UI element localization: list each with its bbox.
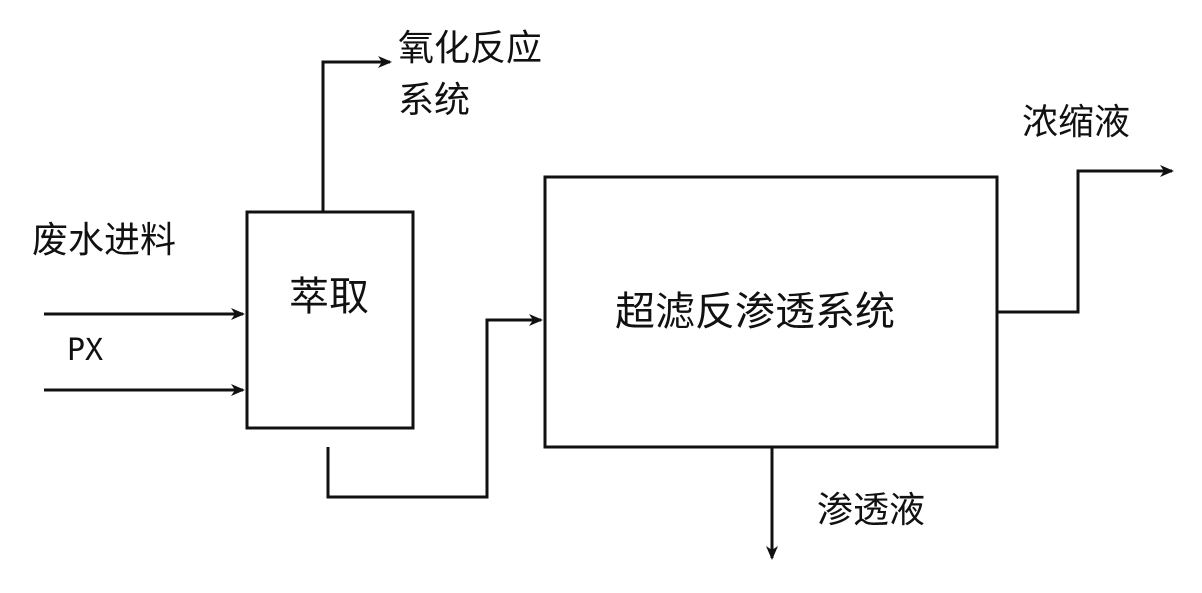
uf-ro-system-label: 超滤反渗透系统 <box>615 289 895 335</box>
extraction-box <box>245 210 415 430</box>
extraction-to-ufro-arrow <box>326 314 543 499</box>
wastewater-feed-label: 废水进料 <box>32 220 177 261</box>
concentrate-arrow <box>997 165 1174 314</box>
permeate-label: 渗透液 <box>817 490 926 531</box>
to-oxidation-arrow <box>321 56 392 212</box>
concentrate-label: 浓缩液 <box>1022 102 1131 143</box>
oxidation-system-label-line2: 系统 <box>398 80 471 121</box>
extraction-label: 萃取 <box>289 274 369 320</box>
oxidation-system-label-line1: 氧化反应 <box>398 28 543 69</box>
px-label: PX <box>67 333 104 368</box>
